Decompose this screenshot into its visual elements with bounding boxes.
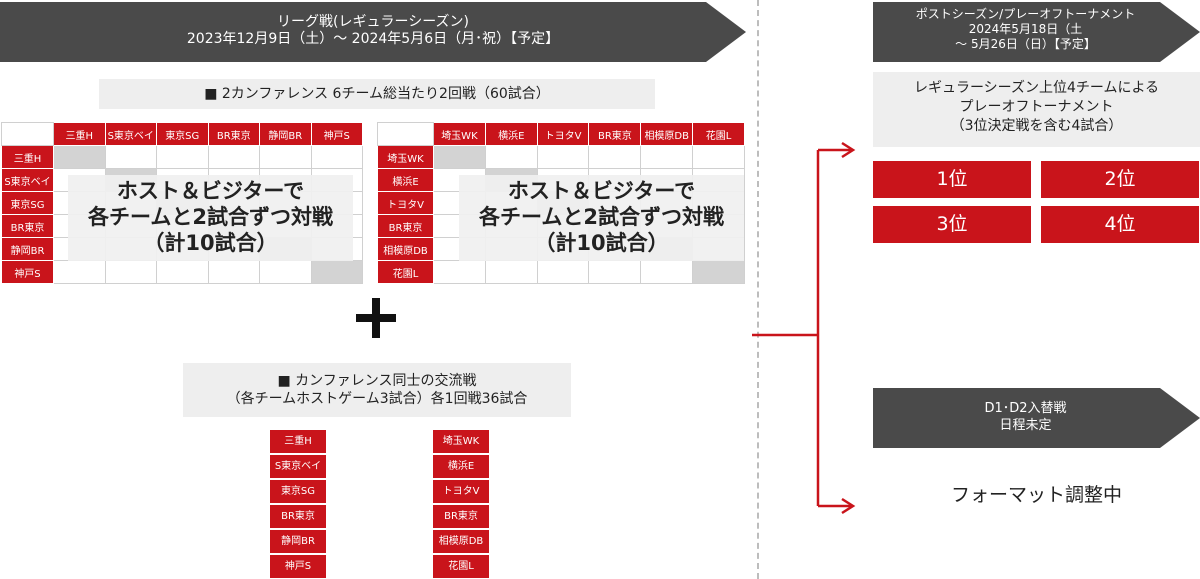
conference-b-matrix-note: ホスト＆ビジターで 各チームと2試合ずつ対戦 （計10試合） [459,175,744,261]
matrix-note-line2: 各チームと2試合ずつ対戦 [479,205,724,229]
team-list-item: BR東京 [270,505,326,528]
matrix-column-team: 相模原DB [640,122,694,146]
matrix-row-team: 静岡BR [1,237,54,261]
matrix-cell [207,145,260,169]
arrow-to-d1d2-icon [841,497,856,515]
matrix-note-line1: ホスト＆ビジターで [507,179,696,203]
matrix-row-team: 花園L [377,260,434,284]
matrix-column-team: S東京ベイ [104,122,157,146]
matrix-row-team: 埼玉WK [377,145,434,169]
team-list-item: 花園L [433,555,489,578]
matrix-cell [588,260,642,284]
regular-season-banner: リーグ戦(レギュラーシーズン) 2023年12月9日（土）～ 2024年5月6日… [0,2,746,62]
matrix-column-team: トヨタV [536,122,590,146]
matrix-column-team: 三重H [53,122,106,146]
matrix-cell [156,145,209,169]
section-divider [757,0,759,579]
matrix-note-line3: （計10試合） [143,231,278,255]
matrix-row-team: 相模原DB [377,237,434,261]
team-list-item: 相模原DB [433,530,489,553]
matrix-cell [53,260,106,284]
matrix-cell [536,260,590,284]
postseason-title: ポストシーズン/プレーオフトーナメント [915,7,1136,21]
matrix-row-team: BR東京 [1,214,54,238]
regular-season-dates: 2023年12月9日（土）～ 2024年5月6日（月･祝）【予定】 [186,31,560,47]
matrix-column-team: BR東京 [588,122,642,146]
plus-icon [356,298,396,338]
rank-3-box: 3位 [873,206,1031,243]
matrix-row-team: S東京ベイ [1,168,54,192]
matrix-cell [259,145,312,169]
matrix-column-team: 埼玉WK [433,122,486,146]
matrix-diagonal-cell [310,260,363,284]
rank-2-box: 2位 [1041,161,1199,198]
rank-4-box: 4位 [1041,206,1199,243]
team-list-item: 三重H [270,430,326,453]
regular-season-title: リーグ戦(レギュラーシーズン) [277,14,469,30]
team-list-item: 東京SG [270,480,326,503]
arrow-to-playoff-icon [841,141,856,159]
matrix-note-line2: 各チームと2試合ずつ対戦 [88,205,333,229]
team-list-item: 静岡BR [270,530,326,553]
postseason-dates-end: ～ 5月26日（日）【予定】 [955,37,1096,51]
matrix-note-line3: （計10試合） [534,231,669,255]
format-status-text: フォーマット調整中 [950,484,1122,506]
matrix-cell [640,260,694,284]
matrix-row-team: 神戸S [1,260,54,284]
playoff-caption-line3: （3位決定戦を含む4試合） [950,118,1123,134]
matrix-cell [588,145,642,169]
conference-a-matrix-note: ホスト＆ビジターで 各チームと2試合ずつ対戦 （計10試合） [68,175,353,261]
interconference-caption: ■ カンファレンス同士の交流戦 （各チームホストゲーム3試合）各1回戦36試合 [183,363,571,417]
matrix-diagonal-cell [692,260,745,284]
matrix-column-team: 東京SG [156,122,209,146]
playoff-caption-line2: プレーオフトーナメント [959,99,1114,115]
matrix-row-team: 横浜E [377,168,434,192]
matrix-cell [104,145,157,169]
interconference-caption-line1: ■ カンファレンス同士の交流戦 [277,373,477,389]
matrix-cell [536,145,590,169]
postseason-dates-start: 2024年5月18日（土 [968,22,1083,36]
matrix-note-line1: ホスト＆ビジターで [116,179,305,203]
matrix-row-team: BR東京 [377,214,434,238]
matrix-cell [484,145,538,169]
matrix-diagonal-cell [433,145,486,169]
matrix-column-team: 神戸S [310,122,363,146]
team-list-item: BR東京 [433,505,489,528]
team-list-item: 横浜E [433,455,489,478]
postseason-banner: ポストシーズン/プレーオフトーナメント 2024年5月18日（土 ～ 5月26日… [873,2,1200,62]
matrix-column-team: 横浜E [484,122,538,146]
team-list-item: S東京ベイ [270,455,326,478]
matrix-cell [259,260,312,284]
matrix-cell [156,260,209,284]
matrix-cell [692,145,745,169]
d1-d2-title: D1･D2入替戦 [984,401,1067,416]
team-list-item: トヨタV [433,480,489,503]
matrix-column-team: 静岡BR [259,122,312,146]
team-list-item: 埼玉WK [433,430,489,453]
interconference-caption-line2: （各チームホストゲーム3試合）各1回戦36試合 [226,391,528,407]
matrix-row-team: 三重H [1,145,54,169]
matrix-cell [484,260,538,284]
d1-d2-subtitle: 日程未定 [999,418,1052,433]
playoff-caption-line1: レギュラーシーズン上位4チームによる [913,80,1160,96]
rank-1-box: 1位 [873,161,1031,198]
matrix-cell [310,145,363,169]
conference-caption: ■ 2カンファレンス 6チーム総当たり2回戦（60試合） [99,79,655,109]
d1-d2-playoff-banner: D1･D2入替戦 日程未定 [873,388,1200,448]
playoff-caption: レギュラーシーズン上位4チームによる プレーオフトーナメント （3位決定戦を含む… [873,72,1200,147]
team-list-item: 神戸S [270,555,326,578]
